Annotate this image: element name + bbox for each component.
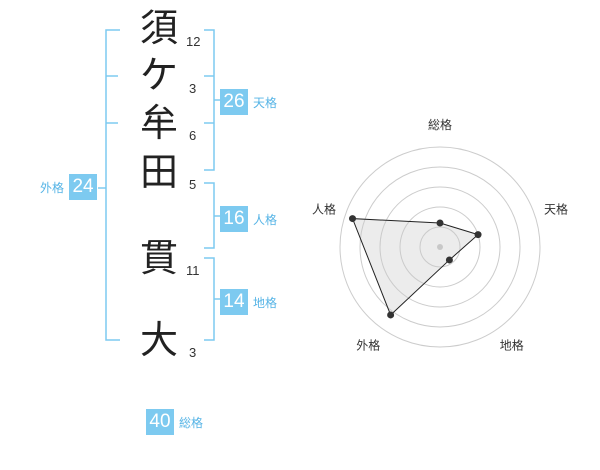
radar-point-1 (436, 219, 444, 227)
name-char-4: 田 (139, 150, 178, 194)
radar-ring-2 (399, 206, 481, 288)
stroke-count-5: 11 (186, 263, 200, 278)
soukaku-label: 総格 (179, 415, 204, 430)
name-char-6: 大 (139, 318, 178, 362)
tenkaku-badge: 26 天格 (220, 89, 277, 115)
soukaku-badge: 40 総格 (146, 409, 203, 435)
chikaku-value: 14 (220, 289, 248, 315)
stroke-count-1: 12 (186, 34, 201, 49)
gaikaku-value: 24 (69, 174, 98, 200)
radar-point-5 (349, 215, 357, 223)
chikaku-label: 地格 (253, 295, 278, 310)
jinkaku-value: 16 (220, 206, 248, 232)
jinkaku-badge: 16 人格 (220, 206, 277, 232)
chikaku-badge: 14 地格 (220, 289, 277, 315)
jinkaku-label: 人格 (253, 212, 278, 227)
stroke-count-3: 6 (189, 128, 197, 143)
radar-axis-label-3: 地格 (500, 338, 524, 353)
tenkaku-label: 天格 (253, 95, 278, 110)
radar-point-2 (474, 231, 482, 239)
name-char-3: 牟 (139, 101, 178, 145)
gaikaku-badge: 外格 24 (40, 174, 98, 200)
radar-axis-label-5: 人格 (312, 201, 336, 216)
radar-ring-1 (419, 226, 461, 268)
radar-axis-label-1: 総格 (428, 117, 452, 132)
stroke-count-4: 5 (189, 177, 197, 192)
radar-polygon (351, 218, 480, 316)
stroke-count-6: 3 (189, 345, 197, 360)
name-char-5: 貫 (139, 236, 178, 280)
radar-ring-3 (379, 186, 501, 308)
tenkaku-value: 26 (220, 89, 248, 115)
radar-center-dot (437, 244, 443, 250)
radar-ring-4 (359, 166, 521, 328)
radar-axis-label-2: 天格 (544, 201, 568, 216)
radar-points (349, 215, 482, 319)
radar-axis-label-4: 外格 (356, 338, 380, 353)
gaikaku-bracket (105, 29, 120, 341)
name-char-1: 須 (139, 6, 178, 50)
radar-point-3 (445, 256, 453, 264)
soukaku-value: 40 (146, 409, 174, 435)
radar-point-4 (387, 311, 395, 319)
stroke-count-2: 3 (189, 81, 197, 96)
name-char-2: ケ (139, 53, 178, 97)
gaikaku-label: 外格 (40, 180, 65, 195)
